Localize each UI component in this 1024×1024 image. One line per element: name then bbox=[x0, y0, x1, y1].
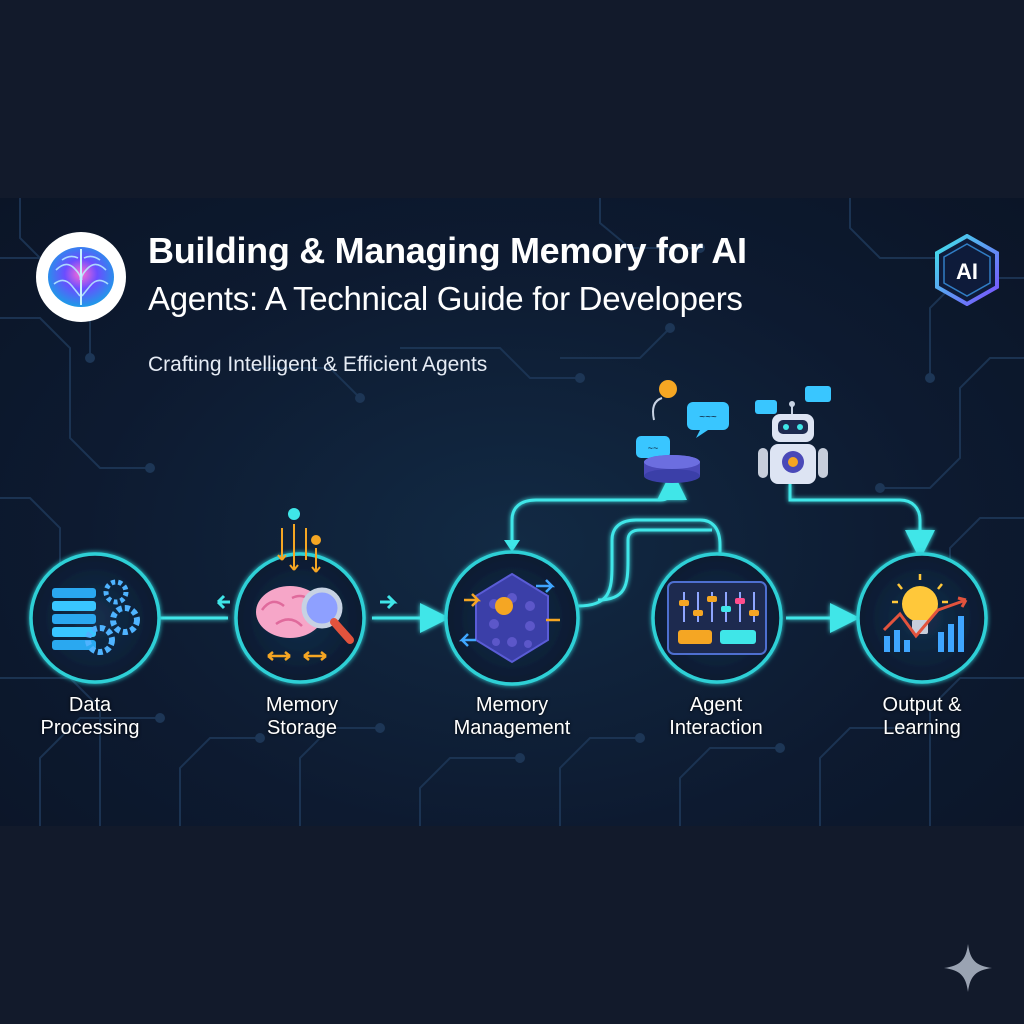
node-label-memory-storage: Memory Storage bbox=[222, 694, 382, 740]
left-arrow-icon bbox=[216, 594, 230, 610]
ai-badge-text: AI bbox=[956, 259, 978, 284]
node-label-line: Memory bbox=[265, 694, 339, 716]
node-data-processing bbox=[29, 552, 161, 684]
node-label-line: Interaction bbox=[669, 717, 763, 739]
connector-lines bbox=[160, 470, 935, 633]
down-arrow bbox=[504, 540, 520, 552]
node-label-line: Learning bbox=[883, 717, 961, 739]
node-label-line: Data bbox=[68, 694, 112, 716]
node-label-output-learning: Output & Learning bbox=[842, 694, 1002, 740]
connector-3-4 bbox=[577, 518, 722, 608]
title-line-2: Agents: A Technical Guide for Developers bbox=[148, 280, 743, 317]
node-label-line: Processing bbox=[40, 717, 140, 739]
node-label-line: Storage bbox=[266, 717, 338, 739]
ai-badge: AI bbox=[934, 233, 1000, 307]
node-label-line: Agent bbox=[689, 694, 743, 716]
right-arrow-icon bbox=[380, 594, 398, 610]
node-label-line: Management bbox=[453, 717, 571, 739]
node-label-memory-management: Memory Management bbox=[432, 694, 592, 740]
brain-icon bbox=[48, 247, 114, 307]
node-label-data-processing: Data Processing bbox=[10, 694, 170, 740]
brain-logo bbox=[36, 232, 126, 322]
database-chat-icon: ~~~ ~~ bbox=[636, 380, 729, 483]
node-agent-interaction bbox=[651, 552, 783, 684]
svg-text:~~~: ~~~ bbox=[699, 412, 717, 423]
ai-hexagon-icon: AI bbox=[935, 233, 999, 307]
node-label-agent-interaction: Agent Interaction bbox=[636, 694, 796, 740]
svg-text:~~: ~~ bbox=[648, 443, 659, 453]
node-memory-storage bbox=[234, 508, 366, 684]
robot-agent-icon bbox=[755, 386, 831, 484]
node-label-line: Output & bbox=[882, 694, 962, 716]
data-drops-icon bbox=[277, 508, 321, 573]
control-panel-icon bbox=[667, 581, 767, 655]
node-label-line: Memory bbox=[475, 694, 549, 716]
subtitle: Crafting Intelligent & Efficient Agents bbox=[148, 353, 488, 376]
memory-chip-icon bbox=[458, 572, 560, 664]
node-output-learning bbox=[856, 552, 988, 684]
server-gears-icon bbox=[52, 579, 140, 655]
connector-top-to-output bbox=[788, 484, 935, 560]
connector-parallel bbox=[597, 528, 712, 602]
sparkle-icon bbox=[944, 944, 992, 992]
connector-top-to-mgmt bbox=[510, 470, 687, 548]
node-memory-management bbox=[444, 550, 580, 686]
brain-magnifier-icon bbox=[256, 586, 354, 661]
circuit-background bbox=[0, 198, 1024, 826]
title-line-1: Building & Managing Memory for AI bbox=[148, 230, 747, 271]
lightbulb-chart-icon bbox=[882, 574, 968, 652]
